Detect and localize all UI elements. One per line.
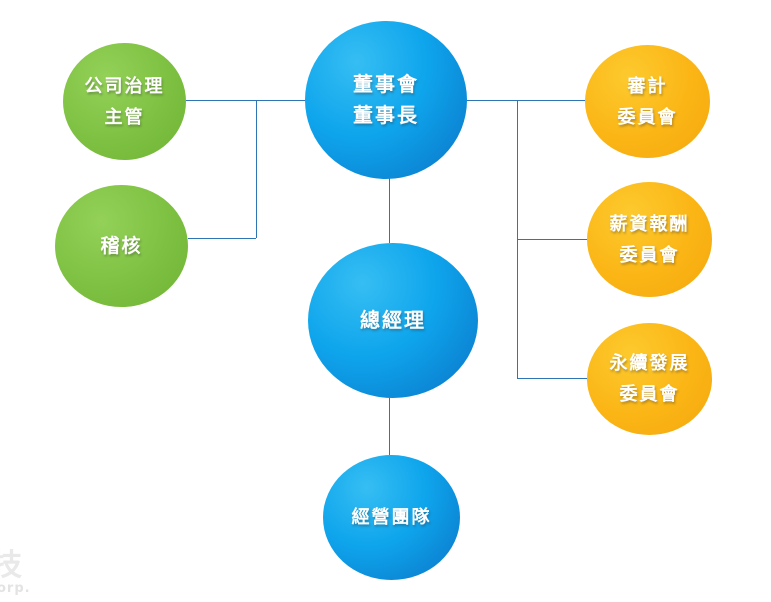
node-text-line1: 總經理 [360, 308, 426, 332]
connector-board-audit-committee-h [467, 100, 585, 101]
node-label: 經營團隊 [352, 502, 432, 533]
node-text-line1: 經營團隊 [351, 507, 432, 528]
node-audit-committee: 審計 委員會 [585, 45, 710, 158]
connector-compensation-h [517, 239, 587, 240]
node-general-manager: 總經理 [308, 243, 478, 398]
watermark-partial-corp-text: orp. [0, 581, 31, 596]
watermark-partial-cjk-text: 技 [0, 548, 23, 583]
node-internal-audit: 稽核 [55, 185, 188, 307]
node-label: 總經理 [360, 305, 426, 336]
node-text-line2: 董事長 [353, 103, 419, 127]
node-label: 審計 委員會 [618, 71, 678, 133]
node-text-line1: 公司治理 [84, 75, 165, 97]
node-text-line1: 董事會 [353, 72, 419, 96]
node-text-line1: 永續發展 [609, 353, 690, 374]
node-board-of-directors-chairman: 董事會 董事長 [305, 21, 467, 179]
node-text-line2: 委員會 [619, 384, 680, 405]
node-label: 公司治理 主管 [85, 71, 165, 133]
connector-internal-audit-h [188, 238, 256, 239]
connector-sustainability-h [517, 378, 587, 379]
connector-left-vertical [256, 100, 257, 238]
connector-board-gm-v [389, 178, 390, 243]
node-sustainability-committee: 永續發展 委員會 [587, 323, 712, 435]
node-compensation-committee: 薪資報酬 委員會 [587, 182, 712, 297]
node-text-line2: 委員會 [617, 106, 678, 128]
node-label: 稽核 [100, 231, 142, 262]
node-text-line2: 主管 [104, 106, 145, 128]
node-label: 薪資報酬 委員會 [610, 209, 690, 271]
connector-board-governance-h [186, 100, 305, 101]
connector-gm-team-v [389, 398, 390, 455]
node-text-line2: 委員會 [619, 244, 680, 266]
node-management-team: 經營團隊 [323, 455, 460, 580]
node-label: 永續發展 委員會 [610, 348, 690, 410]
node-label: 董事會 董事長 [353, 69, 419, 131]
node-text-line1: 薪資報酬 [609, 213, 690, 235]
node-corporate-governance-officer: 公司治理 主管 [63, 43, 186, 160]
node-text-line1: 審計 [627, 75, 668, 97]
node-text-line1: 稽核 [100, 234, 143, 257]
